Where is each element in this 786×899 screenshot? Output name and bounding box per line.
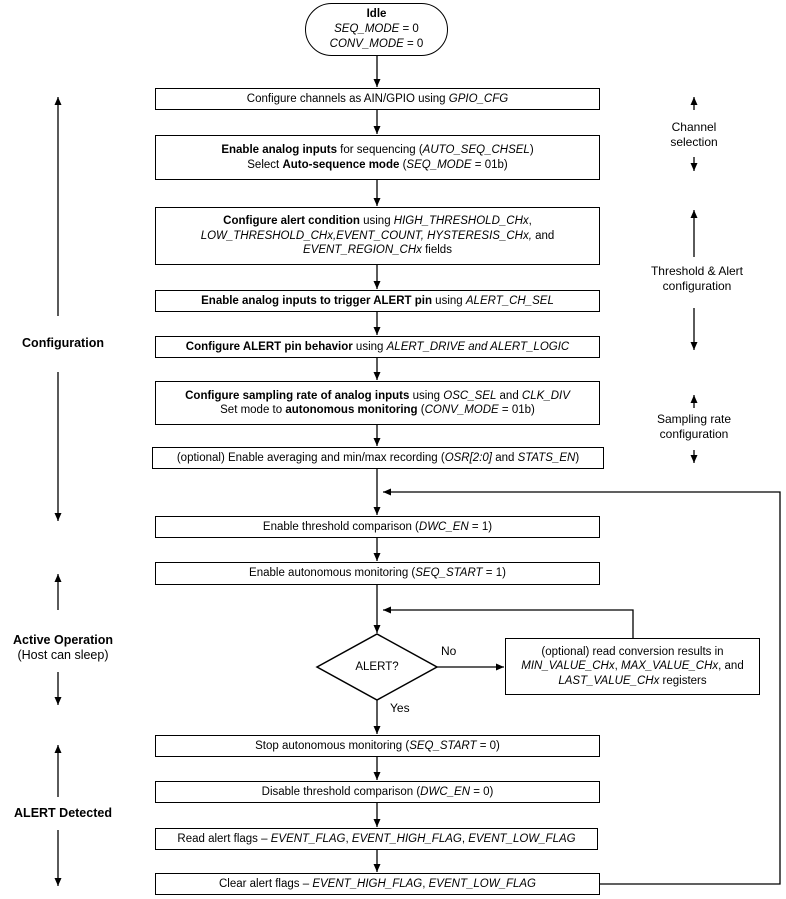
flow-step-enable-threshold: Enable threshold comparison (DWC_EN = 1)	[155, 516, 600, 538]
flow-step-clear-alert-flags: Clear alert flags – EVENT_HIGH_FLAG, EVE…	[155, 873, 600, 895]
flow-step-configure-sampling: Configure sampling rate of analog inputs…	[155, 381, 600, 425]
flow-step-enable-alert-trigger: Enable analog inputs to trigger ALERT pi…	[155, 290, 600, 312]
annotation-alert-detected: ALERT Detected	[14, 806, 112, 820]
flow-step-enable-averaging: (optional) Enable averaging and min/max …	[152, 447, 604, 469]
flow-step-enable-monitoring: Enable autonomous monitoring (SEQ_START …	[155, 562, 600, 585]
flow-step-stop-monitoring: Stop autonomous monitoring (SEQ_START = …	[155, 735, 600, 757]
edge-label-yes: Yes	[390, 701, 410, 715]
flow-step-configure-alert-condition: Configure alert condition using HIGH_THR…	[155, 207, 600, 265]
decision-diamond	[315, 633, 439, 701]
annotation-active-operation: Active Operation(Host can sleep)	[12, 633, 114, 662]
flow-step-read-alert-flags: Read alert flags – EVENT_FLAG, EVENT_HIG…	[155, 828, 598, 850]
loop-optional-read-feedback	[383, 606, 634, 638]
edge-label-no: No	[441, 644, 457, 658]
loop-clear-flags-feedback	[383, 488, 781, 885]
flow-step-configure-channels: Configure channels as AIN/GPIO using GPI…	[155, 88, 600, 110]
flow-step-disable-threshold: Disable threshold comparison (DWC_EN = 0…	[155, 781, 600, 803]
decision-alert-label: ALERT?	[355, 660, 399, 673]
flow-step-configure-alert-pin: Configure ALERT pin behavior using ALERT…	[155, 336, 600, 358]
annotation-configuration: Configuration	[22, 336, 104, 350]
flow-step-enable-analog-inputs: Enable analog inputs for sequencing (AUT…	[155, 135, 600, 180]
